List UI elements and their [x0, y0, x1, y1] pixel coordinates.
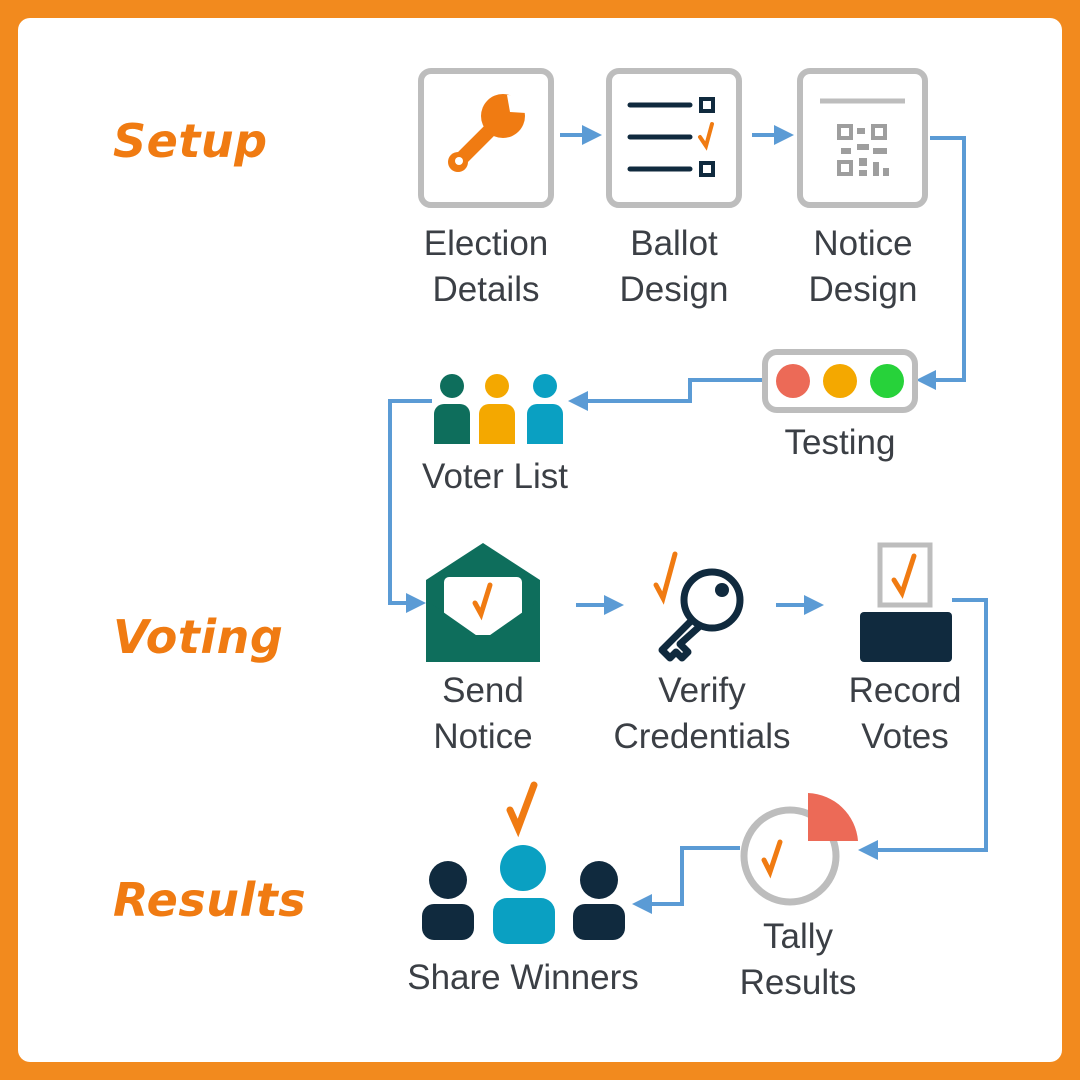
ballot-box-icon: [860, 542, 952, 662]
voters-icon: [434, 374, 563, 444]
qr-notice-icon: [797, 68, 928, 208]
step-share-winners-label: Share Winners: [407, 958, 639, 997]
phase-setup-label: Setup: [113, 114, 268, 168]
traffic-light-icon: [762, 349, 918, 413]
winners-icon: [422, 781, 625, 944]
arrow-voterlist-to-sendnotice: [388, 399, 432, 613]
step-testing-label: Testing: [784, 423, 896, 462]
ballot-list-icon: [606, 68, 742, 208]
arrow-testing-to-voterlist: [568, 378, 763, 411]
wrench-icon: [418, 68, 554, 208]
arrow-tally-to-share: [632, 846, 740, 914]
phase-results-label: Results: [113, 873, 307, 927]
pie-chart-icon: [740, 793, 858, 906]
step-voter-list-label: Voter List: [422, 457, 568, 496]
arrow-notice-to-testing: [916, 136, 966, 390]
phase-voting-label: Voting: [113, 610, 284, 664]
envelope-check-icon: [426, 543, 540, 662]
connector-arrows: [388, 125, 988, 914]
arrow-record-to-tally: [858, 598, 988, 860]
key-icon: [653, 551, 744, 662]
